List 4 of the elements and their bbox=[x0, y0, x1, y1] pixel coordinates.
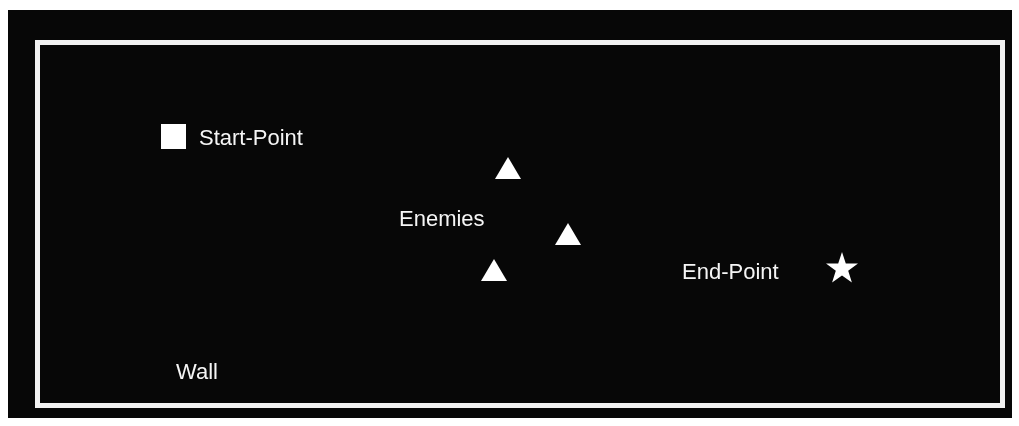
label: Wall bbox=[176, 359, 218, 385]
label: End-Point bbox=[682, 259, 779, 285]
label: Enemies bbox=[399, 206, 485, 232]
label: Start-Point bbox=[199, 125, 303, 151]
